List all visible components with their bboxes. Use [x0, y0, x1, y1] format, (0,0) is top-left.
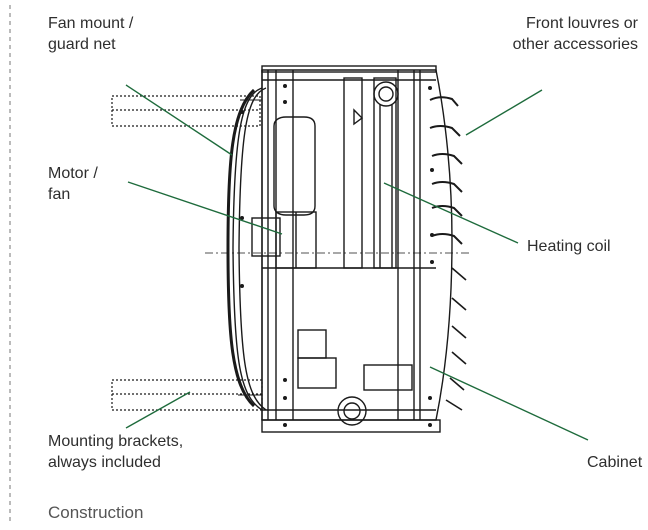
- leader-fan-mount: [125, 84, 233, 156]
- label-mounting-brackets: Mounting brackets, always included: [48, 433, 184, 471]
- leader-mounting-brackets: [125, 391, 191, 429]
- leader-motor-fan: [127, 181, 283, 235]
- leader-cabinet: [429, 366, 589, 441]
- label-front-louvres: Front louvres or other accessories: [512, 15, 638, 53]
- cabinet-dots: [240, 84, 434, 427]
- leader-lines: [125, 84, 589, 441]
- drain-fitting: [337, 396, 367, 426]
- motor-housing: [251, 116, 317, 269]
- label-heating-coil: Heating coil: [527, 238, 611, 255]
- leader-heating-coil: [383, 182, 519, 244]
- label-fan-mount: Fan mount / guard net: [48, 15, 134, 53]
- heating-coil: [343, 77, 399, 269]
- top-plate: [261, 65, 437, 73]
- label-cabinet: Cabinet: [587, 454, 643, 471]
- label-motor-fan: Motor / fan: [48, 165, 98, 203]
- caption: Construction: [48, 503, 144, 522]
- front-louvres: [429, 96, 467, 411]
- fan-guard-net: [226, 87, 267, 411]
- bottom-plate: [261, 419, 441, 433]
- mounting-bracket-top: [111, 95, 261, 127]
- leader-front-louvres: [465, 89, 543, 136]
- cabinet-body: [261, 69, 453, 421]
- control-components: [297, 329, 413, 391]
